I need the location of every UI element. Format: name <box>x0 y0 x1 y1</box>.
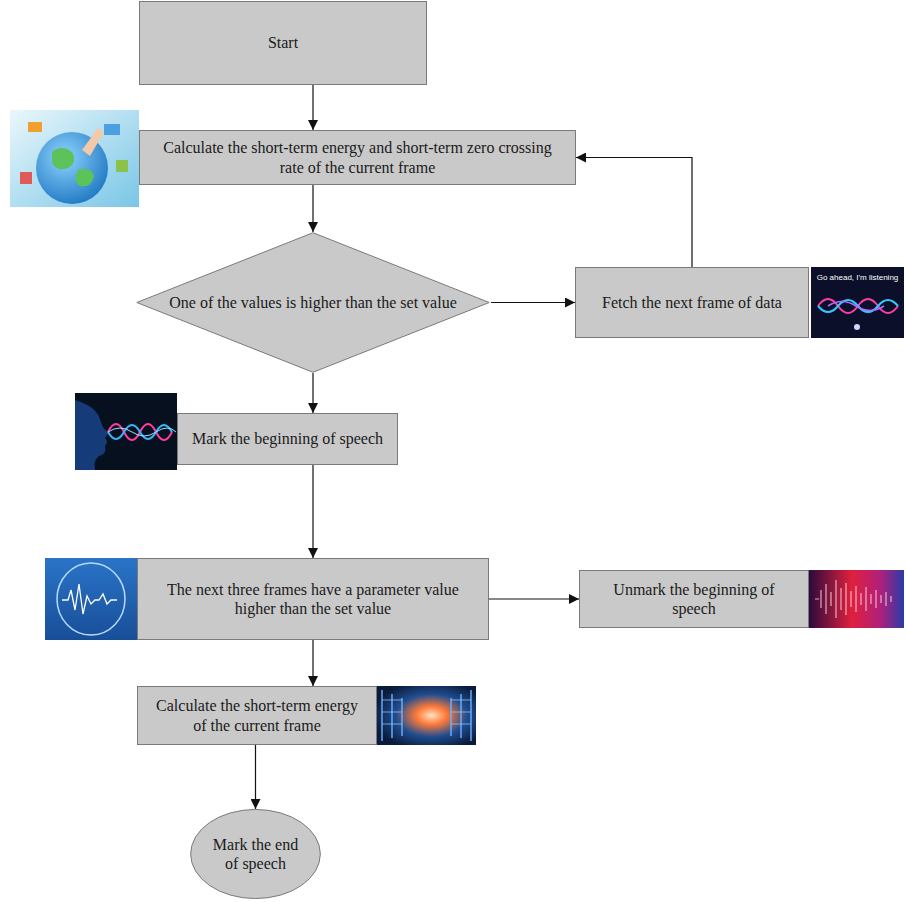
flow-arrow <box>312 640 313 686</box>
flow-arrow <box>576 158 692 268</box>
flow-arrow <box>489 598 579 599</box>
process-box: Mark the beginning of speech <box>177 413 398 465</box>
flow-arrow <box>255 745 256 809</box>
node-text: One of the values is higher than the set… <box>169 293 456 312</box>
node-text: Calculate the short-term energy of the c… <box>150 696 364 734</box>
node-text: Mark the beginning of speech <box>192 429 383 448</box>
node-text: Start <box>268 33 298 52</box>
node-text: Calculate the short-term energy and shor… <box>152 138 563 176</box>
node-text: Unmark the beginning of speech <box>592 580 796 618</box>
flow-arrow <box>312 185 313 232</box>
process-box: Calculate the short-term energy and shor… <box>139 130 576 185</box>
speech-picture <box>75 393 177 470</box>
voice-assistant-picture <box>811 267 904 338</box>
node-text: Fetch the next frame of data <box>602 293 782 312</box>
node-text: The next three frames have a parameter v… <box>150 580 476 618</box>
process-box: The next three frames have a parameter v… <box>137 558 489 640</box>
globe-picture <box>10 110 139 207</box>
flow-arrow <box>491 302 575 303</box>
process-box: Calculate the short-term energy of the c… <box>137 686 377 745</box>
red-waveform-picture <box>809 570 904 628</box>
node-text: Mark the end of speech <box>206 835 306 873</box>
process-box: Start <box>139 1 427 85</box>
process-box: Unmark the beginning of speech <box>579 570 809 628</box>
flow-arrow <box>312 373 313 413</box>
flow-arrow <box>312 465 313 558</box>
terminal-ellipse: Mark the end of speech <box>190 809 321 899</box>
flow-arrow <box>312 85 313 130</box>
process-box: Fetch the next frame of data <box>575 267 809 338</box>
ellipse-outline <box>190 809 321 899</box>
screen-caption: Go ahead, I'm listening <box>813 274 902 283</box>
server-room-picture <box>377 686 476 745</box>
diamond-shape <box>137 233 489 373</box>
waveform-oval-picture <box>45 558 137 640</box>
ellipse-shape <box>191 809 321 898</box>
decision-diamond: One of the values is higher than the set… <box>135 232 491 373</box>
